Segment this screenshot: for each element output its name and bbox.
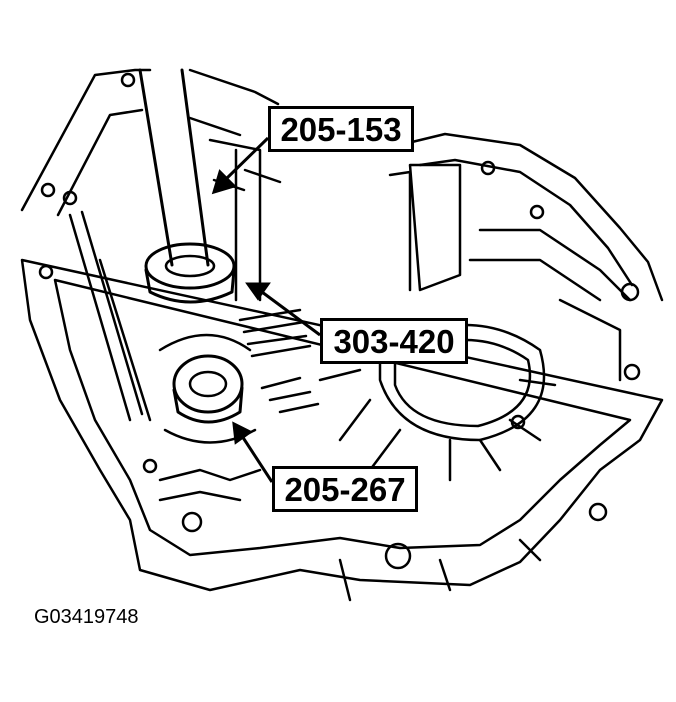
- bolt-hole: [529, 204, 545, 220]
- bolt-hole: [181, 511, 203, 533]
- inner-flange: [53, 108, 634, 557]
- bolt-hole: [588, 502, 608, 522]
- tool-head-inner: [164, 254, 216, 278]
- tool-head-side: [144, 268, 236, 304]
- bolt-hole: [384, 542, 412, 570]
- bolt-hole: [38, 264, 54, 280]
- bolt-hole: [120, 72, 136, 88]
- tool-shaft: [138, 68, 210, 267]
- housing-wall: [208, 138, 262, 302]
- arrowhead-303-420: [245, 282, 271, 301]
- seal-inner: [188, 370, 228, 398]
- seal-side: [172, 386, 244, 424]
- case-outline: [20, 68, 664, 592]
- tool-head: [144, 242, 236, 290]
- housing-block: [388, 163, 462, 292]
- seal: [172, 354, 244, 414]
- arrowhead-205-267: [232, 421, 253, 445]
- bolt-hole: [62, 190, 78, 206]
- figure-id: G03419748: [34, 606, 139, 628]
- leader-205-153: [223, 136, 270, 182]
- callout-tool-205-267: 205-267: [272, 466, 418, 512]
- leader-205-267: [240, 435, 274, 483]
- bolt-hole: [142, 458, 158, 474]
- arrowhead-205-153: [211, 169, 237, 195]
- callout-tool-205-153: 205-153: [268, 106, 414, 152]
- callout-tool-303-420: 303-420: [320, 318, 468, 364]
- lower-rib: [158, 468, 262, 502]
- side-rib: [68, 210, 152, 422]
- bolt-hole: [40, 182, 56, 198]
- lower-detail: [338, 538, 542, 602]
- opening-teeth: [318, 368, 557, 482]
- leader-303-420: [261, 290, 321, 337]
- bolt-hole: [620, 282, 640, 302]
- bolt-hole: [480, 160, 496, 176]
- hatching: [238, 308, 320, 414]
- bolt-hole: [623, 363, 641, 381]
- housing-right: [468, 228, 632, 382]
